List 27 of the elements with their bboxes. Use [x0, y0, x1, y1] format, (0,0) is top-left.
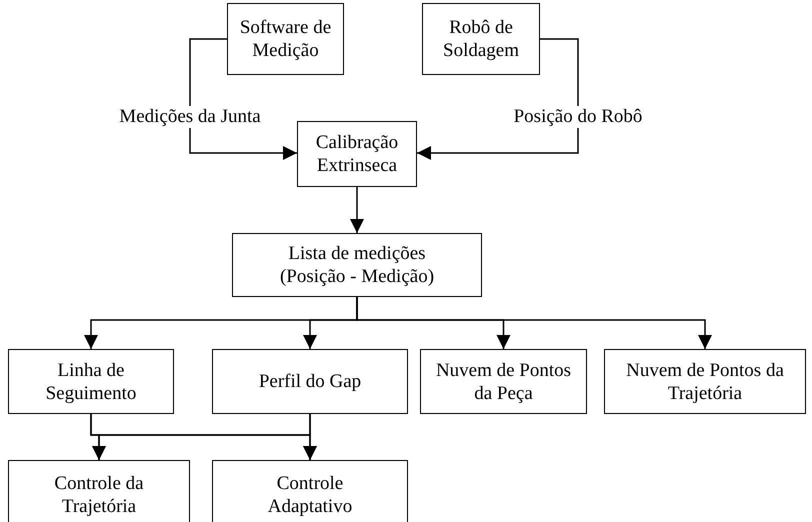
arrow [356, 297, 712, 349]
box-label: Controle Adaptativo [266, 472, 354, 518]
process-box [212, 349, 408, 414]
box-label: Nuvem de Pontos da Trajetória [625, 358, 785, 404]
box-label: Software de Medição [238, 16, 332, 62]
process-box [297, 121, 417, 187]
box-label: Lista de medições (Posição - Medição) [278, 242, 436, 288]
arrow [417, 38, 579, 160]
arrow [189, 38, 297, 160]
process-box [227, 3, 344, 75]
box-label: Perfil do Gap [258, 370, 362, 393]
box-label: Robô de Soldagem [443, 16, 519, 62]
process-box [8, 460, 190, 522]
box-label: Calibração Extrinseca [314, 131, 400, 177]
edge-label: Medições da Junta [117, 106, 263, 128]
process-box [232, 233, 482, 297]
process-box [422, 3, 540, 75]
process-box [420, 349, 587, 414]
box-label: Nuvem de Pontos da Peça [434, 358, 572, 404]
edge-label: Posição do Robô [512, 106, 644, 128]
box-label: Controle da Trajetória [53, 472, 145, 518]
process-box [604, 349, 806, 414]
arrow [303, 414, 317, 460]
process-box [8, 349, 174, 414]
box-label: Linha de Seguimento [44, 358, 138, 404]
process-box [212, 460, 408, 522]
arrow [350, 187, 364, 233]
